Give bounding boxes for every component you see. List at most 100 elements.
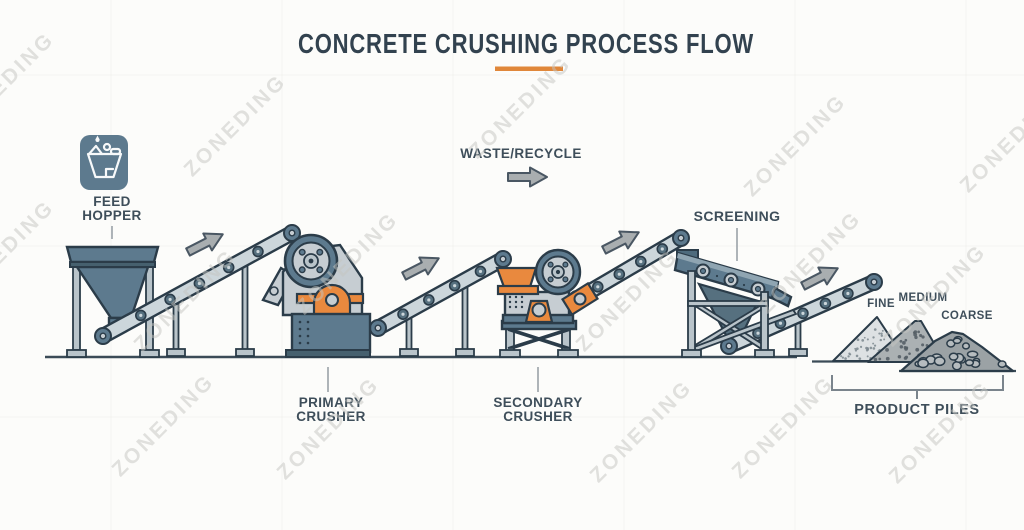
pile-speckle — [872, 347, 876, 350]
pile-speckle — [863, 336, 866, 339]
pile-rock — [951, 361, 962, 371]
pile-speckle — [872, 336, 875, 339]
conveyor-foot — [788, 348, 808, 357]
flow-arrow — [800, 266, 839, 291]
pile-rock — [948, 352, 959, 361]
crusher2-arm-hole — [573, 292, 587, 306]
conveyor-foot — [455, 348, 475, 357]
crusher1-arm-hole — [269, 286, 279, 296]
watermark-text: ZONEDING — [0, 196, 59, 308]
pile-speckle — [879, 338, 882, 342]
pile-speckle — [902, 340, 906, 345]
conveyor-roller-hub — [227, 265, 231, 270]
screen-shaft-circles — [695, 263, 766, 297]
conveyor-roller-hub — [660, 247, 664, 251]
watermark-text: ZONEDING — [880, 240, 992, 352]
pile-speckle — [844, 357, 847, 360]
label-feed-hopper-1: FEED — [93, 194, 131, 209]
label-coarse: COARSE — [941, 310, 993, 322]
label-fine: FINE — [867, 298, 895, 310]
crusher2-bolt — [547, 261, 554, 268]
conveyor-leg — [241, 257, 249, 351]
screening-machine-back — [673, 249, 793, 339]
conveyor-1 — [94, 224, 301, 357]
conveyor-roller-hub — [846, 291, 850, 296]
conveyor-pulley-hub — [499, 255, 507, 263]
conveyor-roller-hub — [427, 298, 431, 302]
pile-speckle — [847, 355, 850, 358]
label-feed-hopper-2: HOPPER — [82, 208, 141, 223]
pile-speckle — [849, 353, 852, 356]
crusher1-base-dots — [298, 320, 310, 345]
crusher2-foot-right — [557, 349, 579, 358]
pile-speckle — [912, 331, 916, 334]
conveyor-roller-hub — [639, 259, 643, 264]
pile-coarse-rocks — [914, 335, 1007, 371]
pile-speckle — [865, 346, 868, 350]
pile-rock — [961, 342, 971, 350]
screen-deck-top-face — [677, 253, 778, 287]
watermark-text: ZONEDING — [885, 377, 997, 489]
product-piles-bracket — [831, 375, 1004, 399]
conveyor-pulley-hub — [870, 278, 878, 286]
conveyor-roller-hub — [778, 321, 783, 325]
crusher2-hopper — [495, 266, 538, 289]
pile-speckle — [873, 328, 877, 331]
hopper-rim-band — [69, 261, 156, 268]
label-waste-recycle: WASTE/RECYCLE — [460, 146, 581, 161]
pile-rock — [966, 350, 979, 358]
pile-rock — [933, 356, 946, 367]
crusher2-foot-left — [499, 349, 521, 358]
crusher1-hub-center — [308, 258, 314, 264]
title-underline — [495, 66, 563, 71]
crusher2-hub-center — [555, 269, 561, 275]
pile-speckle — [872, 342, 875, 345]
crusher2-bolt — [562, 276, 569, 283]
crusher2-bolt — [562, 261, 569, 268]
pile-speckle — [921, 343, 925, 347]
pile-speckle — [880, 332, 883, 335]
hopper-foot-left — [66, 349, 87, 358]
pile-speckle — [921, 335, 925, 339]
pile-speckle — [855, 354, 859, 358]
conveyor-roller-hub — [168, 297, 172, 302]
pile-speckle — [904, 338, 908, 342]
watermark-text: ZONEDING — [586, 376, 698, 488]
crusher1-pitman-hole — [325, 293, 339, 307]
flow-arrow — [185, 232, 224, 257]
crusher1-bolt — [316, 266, 324, 274]
watermark-text: ZONEDING — [180, 70, 292, 182]
conveyor-pulley-hub — [374, 324, 382, 332]
feed-hopper-icon — [80, 135, 128, 190]
icon-background — [80, 135, 128, 190]
screen-cross-bar — [687, 300, 769, 307]
conveyor-pulley-hub — [99, 332, 107, 340]
icon-hopper-notch — [104, 167, 115, 178]
pile-speckle — [897, 354, 902, 359]
crusher1-bolt — [298, 248, 306, 256]
hopper-leg-left — [72, 261, 81, 351]
screen-foot-left — [681, 349, 702, 358]
pile-speckle — [841, 356, 845, 359]
pile-speckle — [904, 347, 908, 351]
pile-speckle — [854, 347, 857, 350]
pile-speckle — [861, 339, 865, 342]
conveyor-roller-hub — [823, 301, 828, 306]
pile-speckle — [867, 348, 870, 351]
label-primary-2: CRUSHER — [296, 409, 366, 424]
hopper-foot-right — [139, 349, 160, 358]
labels: FEED HOPPER WASTE/RECYCLE PRIMARY CRUSHE… — [82, 146, 1004, 424]
screen-post-left — [687, 270, 696, 354]
pile-speckle — [869, 346, 873, 350]
crusher2-hopper-rim — [496, 284, 540, 296]
conveyor-roller-hub — [756, 331, 760, 335]
flow-arrows — [185, 166, 839, 291]
conveyor-pulley-hub — [288, 229, 296, 237]
conveyor-2 — [369, 250, 512, 357]
crusher2-bolt — [547, 276, 554, 283]
icon-rock-circle — [102, 142, 112, 152]
pile-rock — [964, 359, 975, 367]
pile-rock — [952, 337, 962, 345]
conveyor-belt — [372, 251, 509, 336]
